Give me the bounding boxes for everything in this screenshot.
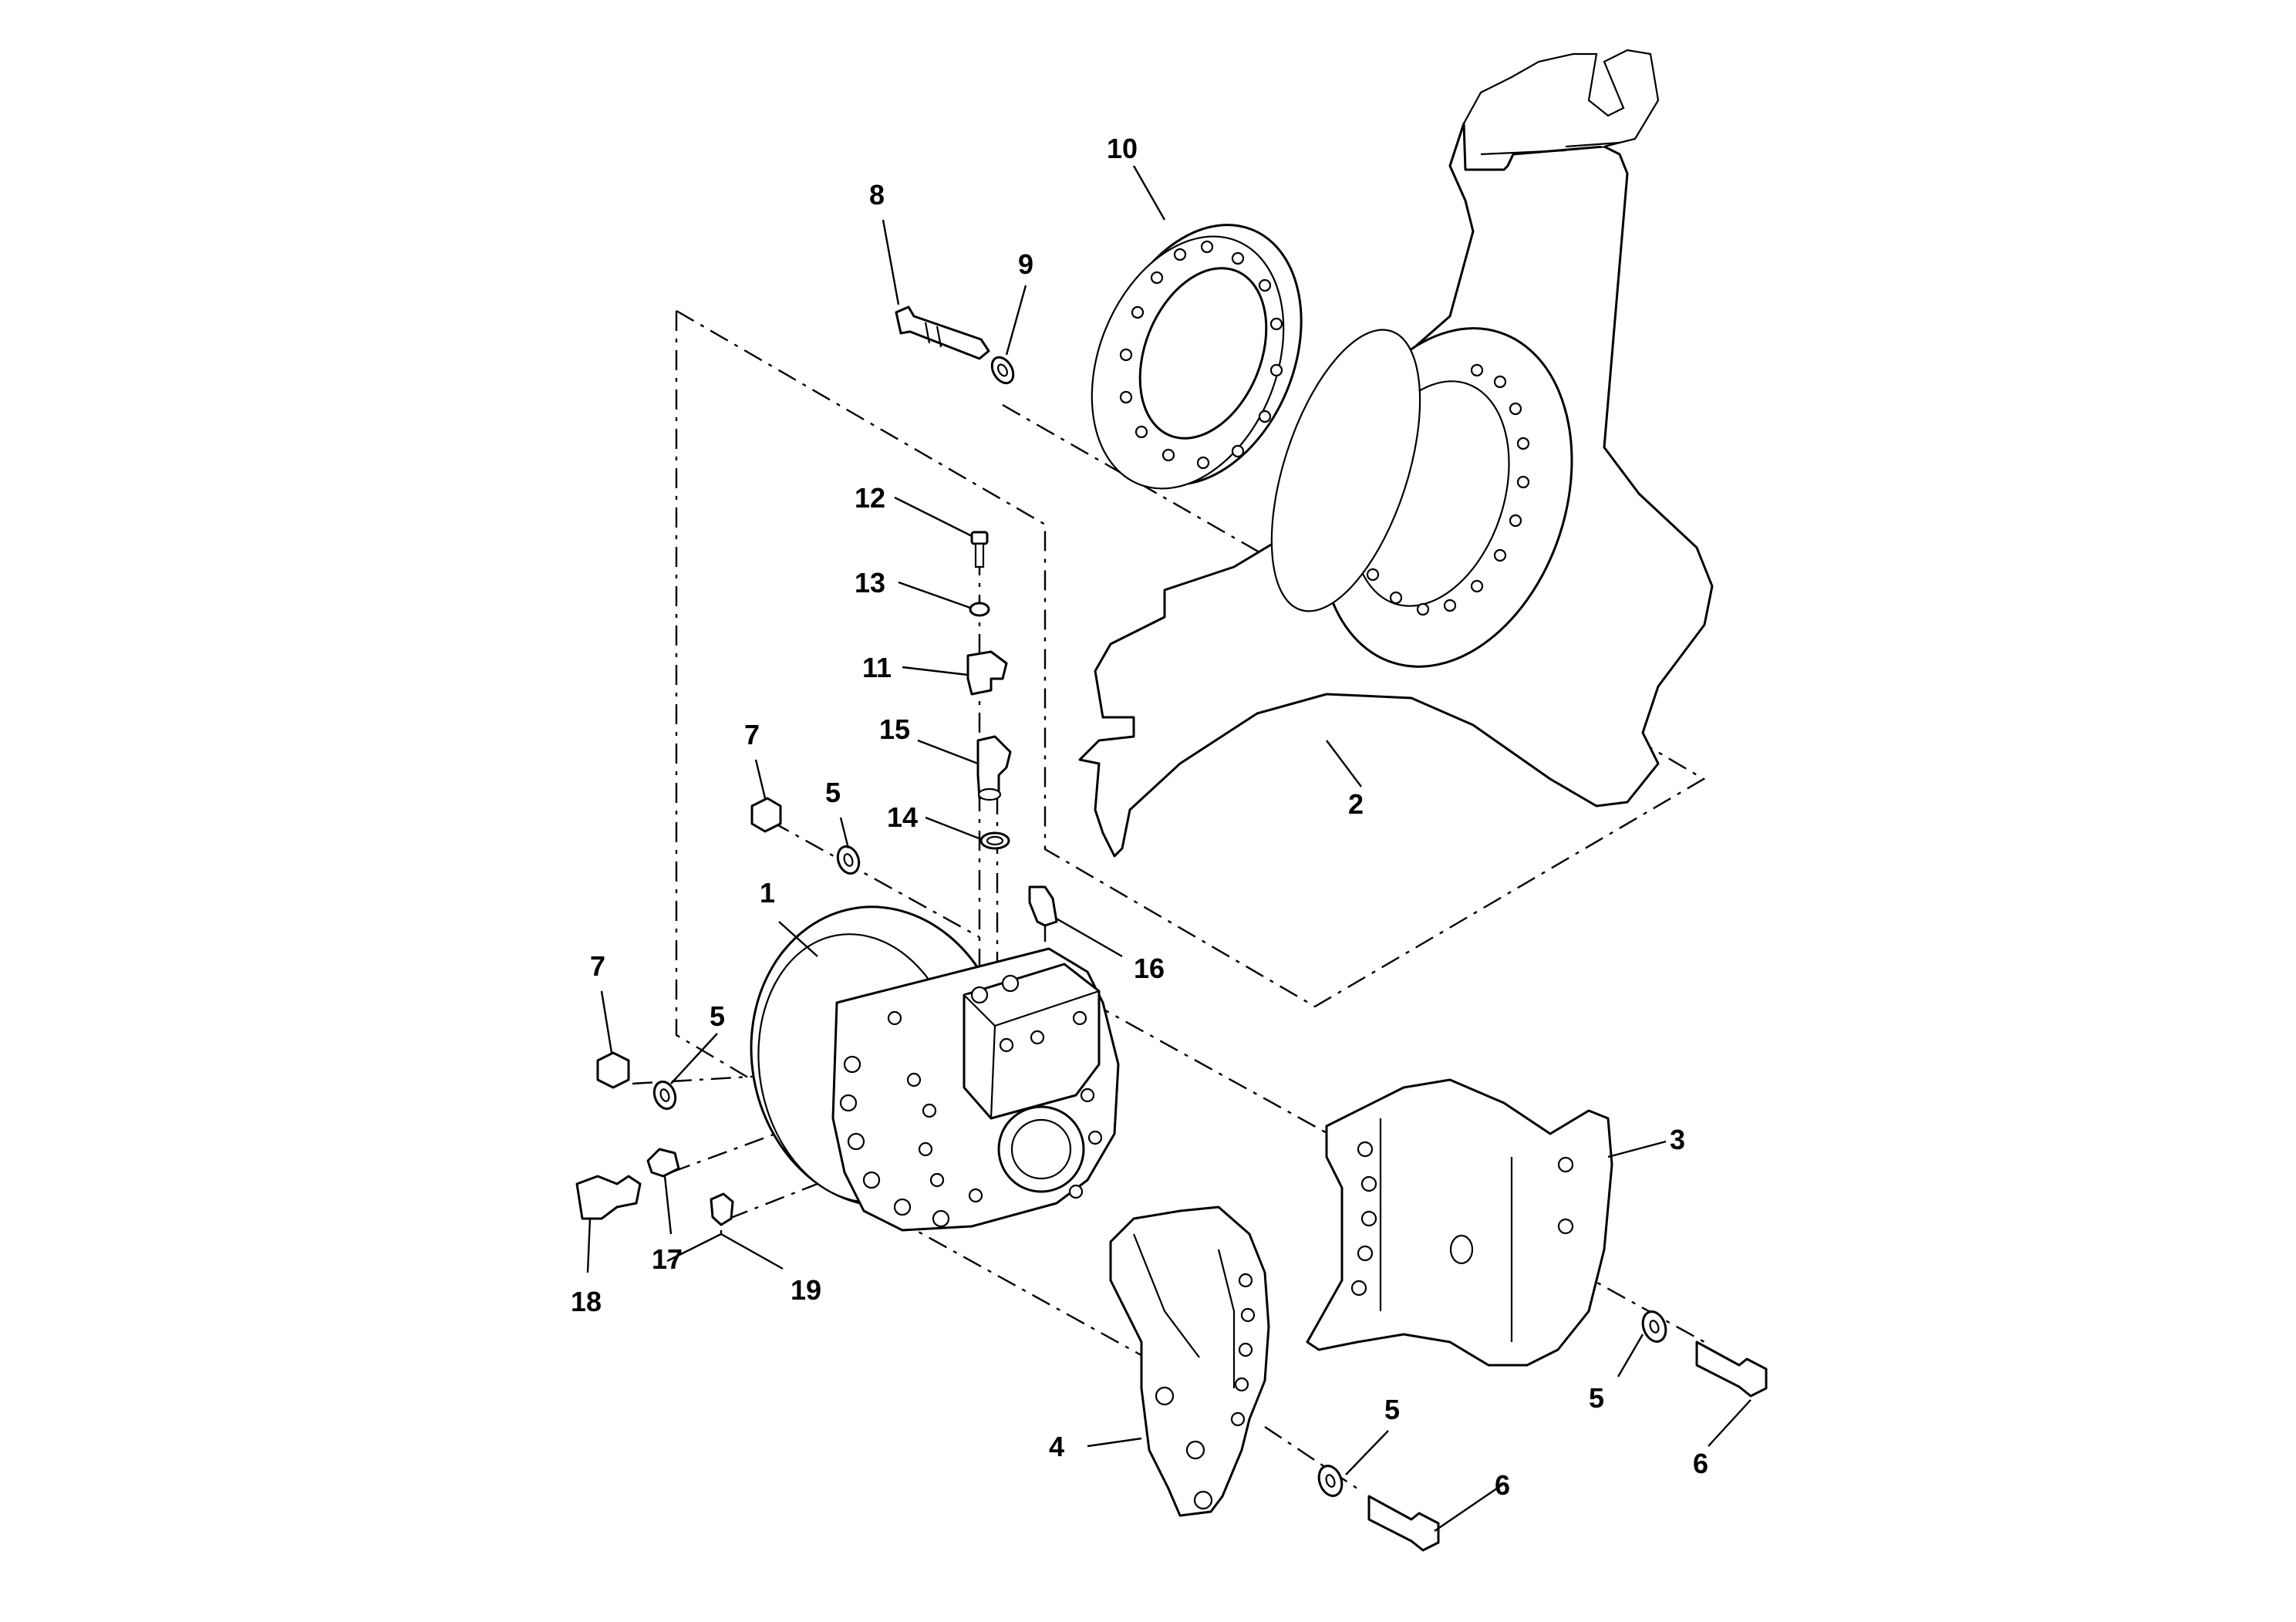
callout-12: 12: [855, 482, 885, 514]
bracket-4-holes: [1155, 1273, 1256, 1510]
bracket-4-fold: [1132, 1233, 1236, 1388]
bracket-4-bolt-axis-line: [894, 1217, 1146, 1359]
washer-part-5-right: [1641, 1310, 1667, 1343]
nut-part-7-upper: [750, 797, 782, 833]
elbow-fitting-part-18: [575, 1175, 642, 1220]
leader-lines: [586, 165, 1752, 1532]
motor-valve-block-edge: [963, 990, 1100, 1119]
spacer-ring-part-10: [1091, 224, 1303, 490]
washer-part-5-upper: [836, 845, 861, 875]
washer-part-9: [990, 356, 1015, 385]
bolt-part-6-right: [1695, 1340, 1768, 1398]
assembly-frame-left-line: [675, 311, 841, 1134]
mounting-plate-hub-back: [1270, 329, 1421, 612]
bolt-part-8: [895, 305, 990, 360]
callout-2: 2: [1348, 788, 1364, 820]
bracket-3-holes: [1350, 1141, 1574, 1297]
callout-5-upper: 5: [825, 777, 841, 808]
callout-18: 18: [571, 1286, 602, 1317]
callout-labels: 1 2 3 4 5 5 5 5 6 6 7 7 8 9 10 11 12 13 …: [571, 133, 1708, 1501]
callout-1: 1: [760, 877, 775, 909]
fitting-part-16: [1028, 885, 1058, 927]
callout-6-bottom: 6: [1495, 1469, 1510, 1501]
grease-fitting-part-17: [646, 1148, 680, 1178]
screw-part-12: [970, 531, 989, 568]
mounting-plate-hub-bolt-holes: [1366, 363, 1530, 616]
callout-7-upper: 7: [744, 719, 760, 750]
callout-16: 16: [1134, 953, 1165, 984]
callout-3: 3: [1670, 1124, 1685, 1155]
o-ring-part-14: [979, 831, 1010, 850]
callout-9: 9: [1018, 248, 1033, 280]
bolt-part-6-bottom: [1367, 1495, 1440, 1552]
mounting-plate-upper-arm: [1463, 49, 1660, 148]
callout-7-lower: 7: [590, 950, 605, 982]
washer-part-5-bottom: [1317, 1465, 1344, 1497]
bracket-part-3: [1306, 1078, 1613, 1367]
mounting-plate-part-2: [1078, 49, 1714, 858]
callout-4: 4: [1049, 1431, 1064, 1462]
bracket-4-lower-axis-line: [1264, 1426, 1358, 1489]
hydraulic-motor-part-1: [750, 905, 1120, 1232]
callout-11: 11: [862, 652, 892, 683]
nut-7-upper-axis-line: [770, 820, 980, 939]
nut-part-7-lower: [596, 1051, 630, 1089]
washer-part-13: [969, 602, 990, 617]
callout-15: 15: [879, 713, 910, 745]
callout-5-left: 5: [710, 1000, 725, 1032]
bolt-8-axis-line: [1002, 403, 1266, 557]
callout-5-bottom: 5: [1384, 1394, 1400, 1425]
callout-14: 14: [887, 801, 918, 833]
bracket-part-4: [1109, 1206, 1270, 1517]
spacer-ring-bolt-holes: [1119, 240, 1283, 470]
callout-6-right: 6: [1693, 1448, 1708, 1479]
mounting-plate-slot: [1480, 141, 1620, 156]
callout-5-right: 5: [1589, 1382, 1604, 1414]
washer-part-5-left: [652, 1081, 677, 1110]
bracket-3-fold: [1379, 1118, 1513, 1342]
callout-13: 13: [855, 567, 885, 599]
grease-nipple-part-19: [710, 1192, 734, 1226]
bracket-4-outline: [1109, 1206, 1270, 1517]
callout-10: 10: [1107, 133, 1138, 164]
spacer-ring-bore: [1138, 267, 1268, 440]
motor-flange-bolts: [839, 974, 1103, 1228]
sensor-clamp-part-11: [966, 650, 1008, 696]
motor-output-port-bore: [1010, 1118, 1072, 1180]
elbow-fitting-part-15: [976, 735, 1012, 801]
bracket-3-outline: [1306, 1078, 1613, 1367]
callout-8: 8: [869, 179, 885, 211]
callout-19: 19: [791, 1274, 821, 1306]
callout-17: 17: [652, 1243, 683, 1275]
